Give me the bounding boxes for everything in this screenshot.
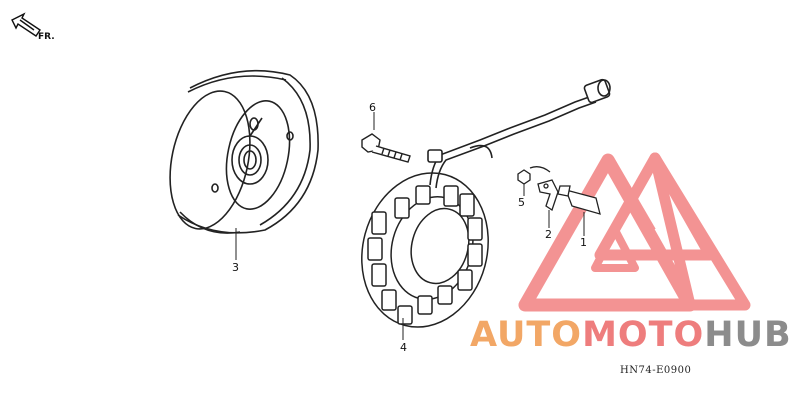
clamp-drawing [537, 179, 559, 228]
front-direction-label: FR. [38, 32, 55, 42]
watermark-word-moto: MOTO [582, 315, 705, 355]
watermark-brand-text: AUTOMOTOHUB [470, 315, 792, 355]
callout-2: 2 [545, 228, 552, 241]
callout-1: 1 [580, 236, 587, 249]
watermark-logo-icon [518, 152, 751, 312]
stator-drawing [361, 172, 489, 340]
wire-harness-drawing [427, 78, 611, 189]
callout-6: 6 [369, 101, 376, 114]
watermark-word-hub: HUB [704, 315, 792, 355]
watermark-word-auto: AUTO [470, 315, 583, 355]
flywheel-drawing [169, 69, 319, 260]
callout-4: 4 [400, 341, 407, 354]
callout-5: 5 [518, 196, 525, 209]
pulse-generator-drawing [529, 166, 601, 236]
front-direction-arrow-icon [11, 12, 41, 37]
bolt-small-drawing [517, 169, 531, 196]
bolt-stator-drawing [361, 112, 411, 163]
callout-3: 3 [232, 261, 239, 274]
diagram-code: HN74-E0900 [620, 365, 692, 376]
